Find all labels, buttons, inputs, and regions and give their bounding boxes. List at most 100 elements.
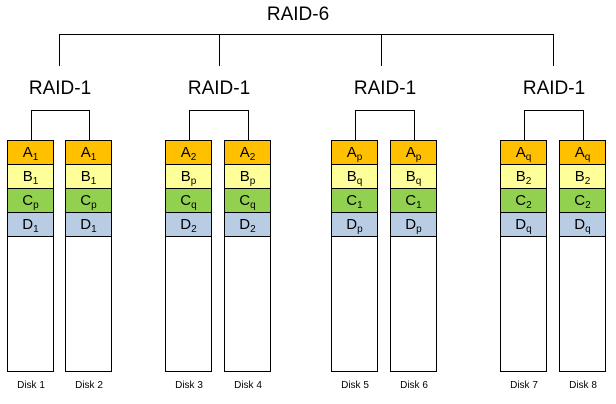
- block-subscript: p: [33, 200, 39, 211]
- block-subscript: 2: [190, 152, 197, 163]
- block-subscript: p: [356, 152, 363, 163]
- raid1-bracket-horizontal: [189, 110, 249, 111]
- block-subscript: q: [526, 224, 532, 235]
- raid6-connector-horizontal: [59, 34, 554, 35]
- data-block: B1: [8, 165, 53, 189]
- block-subscript: 2: [249, 152, 256, 163]
- block-subscript: 2: [526, 200, 532, 211]
- data-block: A1: [66, 141, 111, 165]
- block-letter: D: [346, 216, 358, 233]
- block-subscript: q: [585, 224, 591, 235]
- block-subscript: 2: [584, 176, 591, 187]
- block-letter: A: [239, 144, 250, 161]
- data-block: C2: [501, 189, 546, 213]
- block-subscript: p: [91, 200, 97, 211]
- data-block: Dp: [391, 213, 436, 237]
- block-letter: B: [80, 168, 91, 185]
- block-letter: A: [574, 144, 585, 161]
- block-letter: A: [180, 144, 191, 161]
- raid1-bracket-horizontal: [355, 110, 415, 111]
- data-block: D2: [225, 213, 270, 237]
- raid1-bracket-left: [31, 110, 32, 140]
- block-letter: D: [515, 216, 527, 233]
- data-block: Dq: [560, 213, 605, 237]
- raid1-bracket-right: [583, 110, 584, 140]
- block-subscript: p: [249, 176, 256, 187]
- block-subscript: 2: [250, 224, 256, 235]
- block-letter: B: [405, 168, 416, 185]
- block-letter: A: [405, 144, 416, 161]
- data-block: Aq: [560, 141, 605, 165]
- block-subscript: 1: [33, 224, 39, 235]
- block-subscript: 1: [357, 200, 363, 211]
- raid1-bracket-right: [414, 110, 415, 140]
- data-block: C1: [391, 189, 436, 213]
- data-block: Cp: [8, 189, 53, 213]
- block-letter: D: [80, 216, 92, 233]
- data-block: Ap: [332, 141, 377, 165]
- block-subscript: 1: [32, 152, 39, 163]
- block-letter: B: [180, 168, 191, 185]
- block-subscript: q: [584, 152, 591, 163]
- data-block: C1: [332, 189, 377, 213]
- block-subscript: p: [415, 152, 422, 163]
- block-letter: C: [239, 192, 251, 209]
- data-block: C2: [560, 189, 605, 213]
- block-letter: C: [80, 192, 92, 209]
- data-block: Ap: [391, 141, 436, 165]
- data-block: Cq: [166, 189, 211, 213]
- block-subscript: 2: [191, 224, 197, 235]
- block-letter: B: [346, 168, 357, 185]
- block-letter: B: [574, 168, 585, 185]
- raid1-group-label: RAID-1: [28, 78, 92, 99]
- raid1-bracket-left: [355, 110, 356, 140]
- data-block: Dp: [332, 213, 377, 237]
- raid6-connector-drop: [59, 34, 60, 66]
- data-block: A2: [166, 141, 211, 165]
- data-block: A2: [225, 141, 270, 165]
- block-letter: A: [80, 144, 91, 161]
- block-letter: D: [180, 216, 192, 233]
- block-subscript: q: [191, 200, 197, 211]
- data-block: B1: [66, 165, 111, 189]
- raid1-bracket-horizontal: [524, 110, 584, 111]
- block-letter: C: [515, 192, 527, 209]
- block-letter: C: [405, 192, 417, 209]
- diagram-title: RAID-6: [266, 4, 330, 25]
- disk-label: Disk 3: [175, 380, 203, 391]
- data-block: Dq: [501, 213, 546, 237]
- disk-label: Disk 8: [569, 380, 597, 391]
- data-block: Bq: [332, 165, 377, 189]
- data-block: B2: [560, 165, 605, 189]
- block-letter: C: [574, 192, 586, 209]
- block-subscript: q: [356, 176, 363, 187]
- block-letter: D: [574, 216, 586, 233]
- raid1-group-label: RAID-1: [522, 78, 586, 99]
- block-subscript: q: [250, 200, 256, 211]
- disk-label: Disk 7: [510, 380, 538, 391]
- block-letter: C: [346, 192, 358, 209]
- disk-label: Disk 5: [341, 380, 369, 391]
- block-subscript: p: [190, 176, 197, 187]
- data-block: D1: [8, 213, 53, 237]
- block-subscript: q: [415, 176, 422, 187]
- block-letter: D: [405, 216, 417, 233]
- raid1-bracket-left: [524, 110, 525, 140]
- block-letter: B: [239, 168, 250, 185]
- block-subscript: q: [525, 152, 532, 163]
- raid6-connector-drop: [381, 34, 382, 66]
- block-letter: D: [239, 216, 251, 233]
- data-block: Bp: [225, 165, 270, 189]
- block-subscript: p: [416, 224, 422, 235]
- block-subscript: 1: [90, 176, 97, 187]
- block-subscript: p: [357, 224, 363, 235]
- raid6-connector-drop: [553, 34, 554, 66]
- disk-label: Disk 2: [75, 380, 103, 391]
- raid1-bracket-right: [248, 110, 249, 140]
